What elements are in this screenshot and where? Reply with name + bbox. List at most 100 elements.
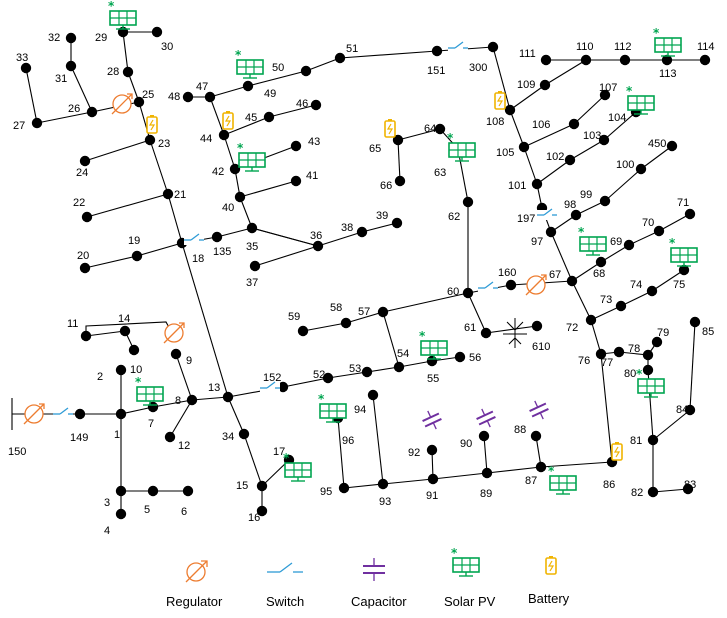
bus-node-91 bbox=[427, 473, 439, 485]
bus-label-150: 150 bbox=[8, 446, 26, 458]
bus-label-300: 300 bbox=[469, 62, 487, 74]
bus-label-14: 14 bbox=[118, 313, 130, 325]
feeder-line-72-76 bbox=[590, 319, 602, 355]
feeder-line-70-71 bbox=[658, 213, 691, 232]
bus-node-30 bbox=[151, 26, 163, 38]
fault-icon bbox=[503, 318, 527, 348]
feeder-line-13-18 bbox=[181, 242, 229, 398]
feeder-line-40-41 bbox=[239, 180, 297, 198]
bus-node-87 bbox=[535, 461, 547, 473]
bus-label-26: 26 bbox=[68, 103, 80, 115]
feeder-line-49-50 bbox=[247, 70, 307, 87]
capacitor-icon bbox=[422, 410, 442, 430]
bus-label-70: 70 bbox=[642, 217, 654, 229]
bus-label-16: 16 bbox=[248, 512, 260, 524]
bus-label-135: 135 bbox=[213, 246, 231, 258]
feeder-line-152-52 bbox=[282, 377, 329, 388]
bus-label-98: 98 bbox=[564, 199, 576, 211]
feeder-line-105-106 bbox=[523, 123, 575, 148]
bus-node-20 bbox=[79, 262, 91, 274]
bus-node-19 bbox=[131, 250, 143, 262]
bus-node-112 bbox=[619, 54, 631, 66]
battery-icon bbox=[222, 110, 234, 130]
switch-icon bbox=[478, 281, 498, 293]
bus-label-60: 60 bbox=[447, 286, 459, 298]
feeder-line-95-96 bbox=[337, 417, 345, 489]
bus-node-69 bbox=[623, 239, 635, 251]
feeder-line-101-105 bbox=[523, 146, 538, 185]
feeder-line-108-109 bbox=[509, 84, 546, 111]
bus-label-35: 35 bbox=[246, 241, 258, 253]
bus-label-2: 2 bbox=[97, 371, 103, 383]
feeder-line-21-23 bbox=[149, 139, 169, 195]
bus-node-37 bbox=[249, 260, 261, 272]
capacitor-icon bbox=[476, 408, 496, 428]
bus-node-75 bbox=[678, 264, 690, 276]
bus-node-31 bbox=[65, 60, 77, 72]
bus-label-37: 37 bbox=[246, 277, 258, 289]
bus-node-52 bbox=[322, 372, 334, 384]
bus-node-15 bbox=[256, 480, 268, 492]
bus-node-14 bbox=[119, 325, 131, 337]
bus-label-10: 10 bbox=[130, 364, 142, 376]
bus-node-81 bbox=[647, 434, 659, 446]
bus-node-47 bbox=[204, 91, 216, 103]
solar-pv-icon bbox=[282, 450, 312, 482]
bus-node-38 bbox=[356, 226, 368, 238]
bus-node-51 bbox=[334, 52, 346, 64]
bus-node-23 bbox=[144, 134, 156, 146]
feeder-line-45-46 bbox=[268, 104, 317, 118]
bus-node-8 bbox=[186, 394, 198, 406]
bus-label-110: 110 bbox=[576, 41, 594, 53]
bus-node-90 bbox=[478, 430, 490, 442]
bus-label-90: 90 bbox=[460, 438, 472, 450]
bus-label-1: 1 bbox=[114, 429, 120, 441]
bus-label-46: 46 bbox=[296, 98, 308, 110]
bus-node-56 bbox=[454, 351, 466, 363]
bus-node-50 bbox=[300, 65, 312, 77]
bus-label-113: 113 bbox=[659, 68, 677, 80]
feeder-line-102-103 bbox=[569, 139, 605, 161]
bus-label-27: 27 bbox=[13, 120, 25, 132]
feeder-line-93-94 bbox=[372, 394, 384, 485]
bus-node-107 bbox=[599, 89, 611, 101]
bus-label-74: 74 bbox=[630, 279, 642, 291]
bus-label-33: 33 bbox=[16, 52, 28, 64]
bus-label-52: 52 bbox=[313, 369, 325, 381]
bus-label-8: 8 bbox=[175, 395, 181, 407]
bus-node-46 bbox=[310, 99, 322, 111]
bus-node-92 bbox=[426, 444, 438, 456]
bus-node-36 bbox=[312, 240, 324, 252]
bus-label-28: 28 bbox=[107, 66, 119, 78]
bus-node-88 bbox=[530, 430, 542, 442]
bus-label-15: 15 bbox=[236, 480, 248, 492]
bus-label-51: 51 bbox=[346, 43, 358, 55]
switch-icon bbox=[537, 208, 557, 220]
feeder-line-8-9 bbox=[175, 353, 193, 401]
bus-label-61: 61 bbox=[464, 322, 476, 334]
feeder-line-51-151 bbox=[339, 50, 438, 59]
solar-pv-icon bbox=[134, 374, 164, 406]
bus-label-50: 50 bbox=[272, 62, 284, 74]
feeder-line-1-7 bbox=[120, 406, 154, 415]
bus-node-151 bbox=[431, 45, 443, 57]
feeder-line-57-60 bbox=[382, 292, 469, 313]
solar-pv-icon bbox=[418, 328, 448, 360]
bus-label-48: 48 bbox=[168, 91, 180, 103]
bus-node-53 bbox=[361, 366, 373, 378]
bus-label-20: 20 bbox=[77, 250, 89, 262]
bus-node-26 bbox=[86, 106, 98, 118]
feeder-line-19-20 bbox=[84, 255, 138, 269]
bus-nodes bbox=[20, 26, 711, 520]
bus-label-84: 84 bbox=[676, 404, 688, 416]
feeder-line-68-69 bbox=[600, 244, 630, 263]
battery-icon bbox=[494, 90, 506, 110]
feeder-line-8-12 bbox=[169, 399, 193, 438]
bus-label-71: 71 bbox=[677, 197, 689, 209]
switch-icon bbox=[53, 407, 73, 419]
bus-label-42: 42 bbox=[212, 166, 224, 178]
bus-node-70 bbox=[653, 225, 665, 237]
bus-node-72 bbox=[585, 314, 597, 326]
feeder-line-35-36 bbox=[251, 227, 319, 247]
battery-icon bbox=[384, 118, 396, 138]
